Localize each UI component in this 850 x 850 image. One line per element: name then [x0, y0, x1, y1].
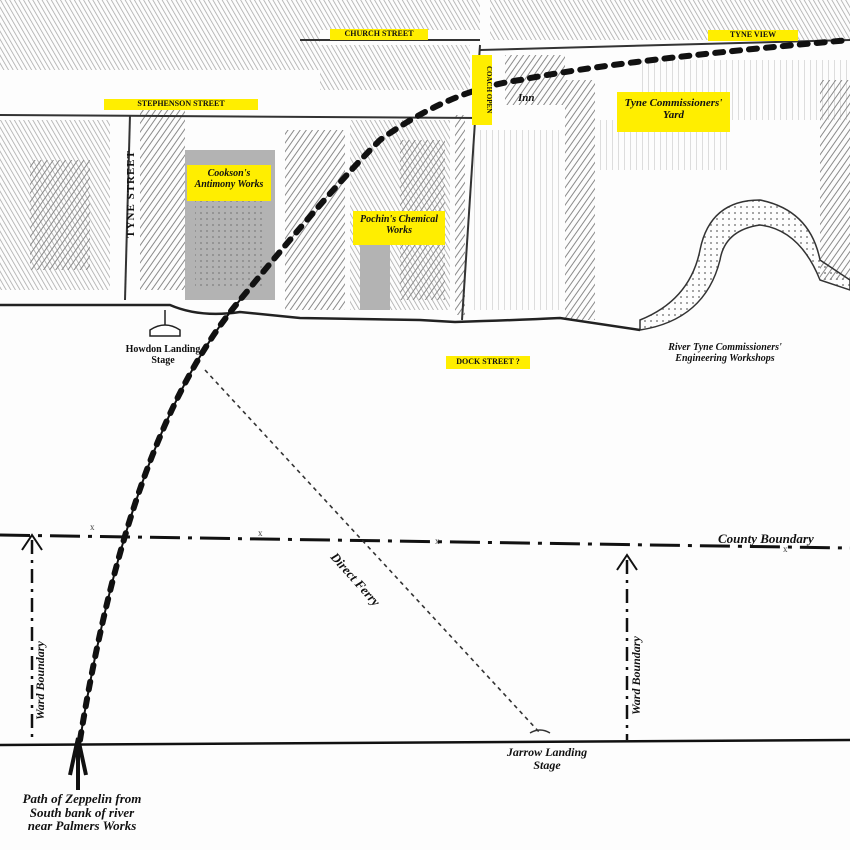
tyne-commissioners-yard-label: Tyne Commissioners' Yard: [617, 92, 730, 132]
howdon-landing-stage-label: Howdon Landing Stage: [118, 344, 208, 366]
survey-mark: x: [258, 528, 263, 538]
engineering-line1: River Tyne Commissioners': [668, 342, 782, 353]
building-block: [360, 240, 390, 310]
zeppelin-path-caption: Path of Zeppelin from South bank of rive…: [2, 792, 162, 833]
road-line: [0, 114, 481, 119]
coach-open-label: COACH OPEN: [472, 55, 493, 125]
north-shoreline: [0, 303, 641, 332]
building-block: [0, 0, 320, 70]
jarrow-landing-stage: [529, 729, 551, 734]
dock-basin-outline: [639, 199, 850, 331]
building-block: [820, 80, 850, 280]
pochins-works-line2: Works: [386, 225, 412, 236]
building-block: [320, 0, 480, 30]
building-block: [140, 110, 185, 290]
tyne-view-label: TYNE VIEW: [708, 30, 798, 41]
ward-boundary-right-arrow: [616, 553, 638, 571]
field-area: [470, 130, 560, 310]
inn-label: Inn: [518, 92, 535, 104]
ward-boundary-right-label: Ward Boundary: [629, 636, 643, 715]
zeppelin-path: [68, 37, 850, 790]
caption-line1: Path of Zeppelin from: [22, 791, 142, 806]
ward-boundary-left-label: Ward Boundary: [33, 641, 47, 720]
road-line: [479, 39, 850, 51]
building-block: [285, 130, 345, 310]
river-features: x x x x: [0, 369, 850, 747]
cooksons-works-line2: Antimony Works: [194, 179, 264, 190]
jarrow-line1: Jarrow Landing: [506, 745, 588, 759]
cooksons-works-label: Cookson's Antimony Works: [187, 165, 271, 201]
dock-street-label: DOCK STREET ?: [446, 356, 530, 369]
direct-ferry-line: [204, 369, 541, 734]
county-boundary-label: County Boundary: [718, 531, 814, 546]
town-north-bank: [0, 0, 850, 337]
howdon-landing-stage: [149, 324, 181, 337]
pochins-works-label: Pochin's Chemical Works: [353, 211, 445, 245]
south-shoreline: [0, 738, 850, 747]
church-street-label: CHURCH STREET: [330, 29, 428, 40]
building-block: [455, 115, 465, 315]
building-block: [195, 200, 265, 290]
jarrow-line2: Stage: [533, 757, 561, 772]
caption-line3: near Palmers Works: [27, 818, 137, 834]
stephenson-street-label: STEPHENSON STREET: [104, 99, 258, 110]
zeppelin-path-centre: [79, 299, 241, 741]
building-block: [320, 45, 470, 90]
tyne-commissioners-yard-line2: Yard: [663, 109, 684, 122]
engineering-workshops-label: River Tyne Commissioners' Engineering Wo…: [650, 342, 800, 364]
survey-mark: x: [435, 536, 440, 546]
jarrow-landing-stage-label: Jarrow Landing Stage: [472, 746, 622, 771]
road-line: [124, 114, 131, 301]
ward-boundary-left-arrow: [21, 533, 43, 551]
howdon-line1: Howdon Landing: [125, 344, 201, 355]
tyne-commissioners-yard-line1: Tyne Commissioners': [624, 97, 723, 109]
howdon-line2: Stage: [151, 354, 175, 366]
county-boundary-line: [0, 533, 850, 550]
survey-mark: x: [90, 522, 95, 532]
caption-line2: South bank of river: [29, 804, 135, 820]
building-block: [565, 80, 595, 320]
survey-mark: x: [783, 544, 788, 554]
cooksons-works-line1: Cookson's: [207, 168, 251, 179]
zeppelin-start-arrow: [68, 737, 88, 790]
pochins-works-line1: Pochin's Chemical: [359, 214, 439, 225]
engineering-line2: Engineering Workshops: [675, 352, 775, 364]
tyne-street-label: TYNE STREET: [125, 150, 137, 238]
building-block: [30, 160, 90, 270]
